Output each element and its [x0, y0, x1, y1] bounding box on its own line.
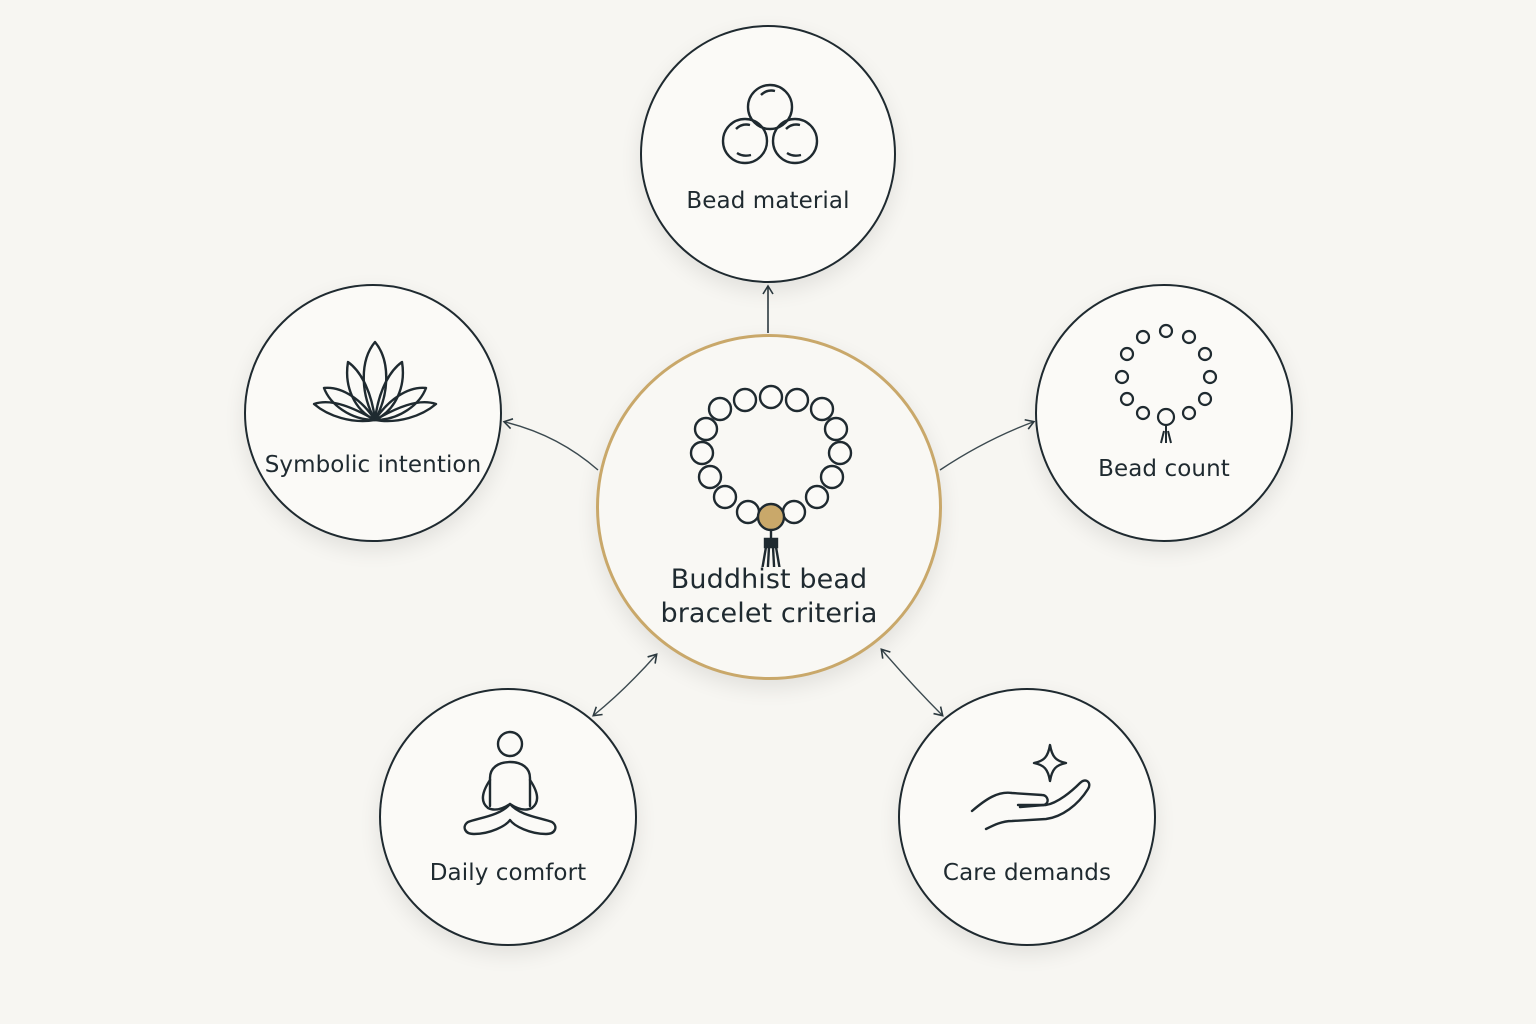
node-symbolic-intention: Symbolic intention	[244, 284, 502, 542]
node-care-demands: Care demands	[898, 688, 1156, 946]
meditating-person-icon	[463, 730, 557, 836]
node-bead-material: Bead material	[640, 25, 896, 283]
hand-sparkle-icon	[970, 743, 1091, 831]
mala-bracelet-icon	[689, 384, 853, 567]
center-node: Buddhist bead bracelet criteria	[596, 334, 942, 680]
center-title-line-1: Buddhist bead	[670, 564, 868, 595]
connector-bead-count	[939, 418, 1036, 471]
node-label: Bead material	[686, 188, 850, 214]
bead-ring-icon	[1114, 323, 1218, 444]
node-daily-comfort: Daily comfort	[379, 688, 637, 946]
center-title: Buddhist bead bracelet criteria	[599, 563, 939, 631]
connector-daily-comfort	[592, 653, 658, 717]
node-bead-count: Bead count	[1035, 284, 1293, 542]
node-label: Symbolic intention	[264, 452, 482, 478]
node-label: Daily comfort	[429, 860, 587, 886]
center-title-line-2: bracelet criteria	[660, 598, 878, 629]
beads-icon	[721, 83, 819, 165]
connector-care-demands	[880, 648, 944, 717]
node-label: Bead count	[1098, 456, 1230, 482]
node-label: Care demands	[942, 860, 1112, 886]
connector-symbolic-intention	[502, 418, 599, 471]
lotus-icon	[312, 340, 438, 423]
